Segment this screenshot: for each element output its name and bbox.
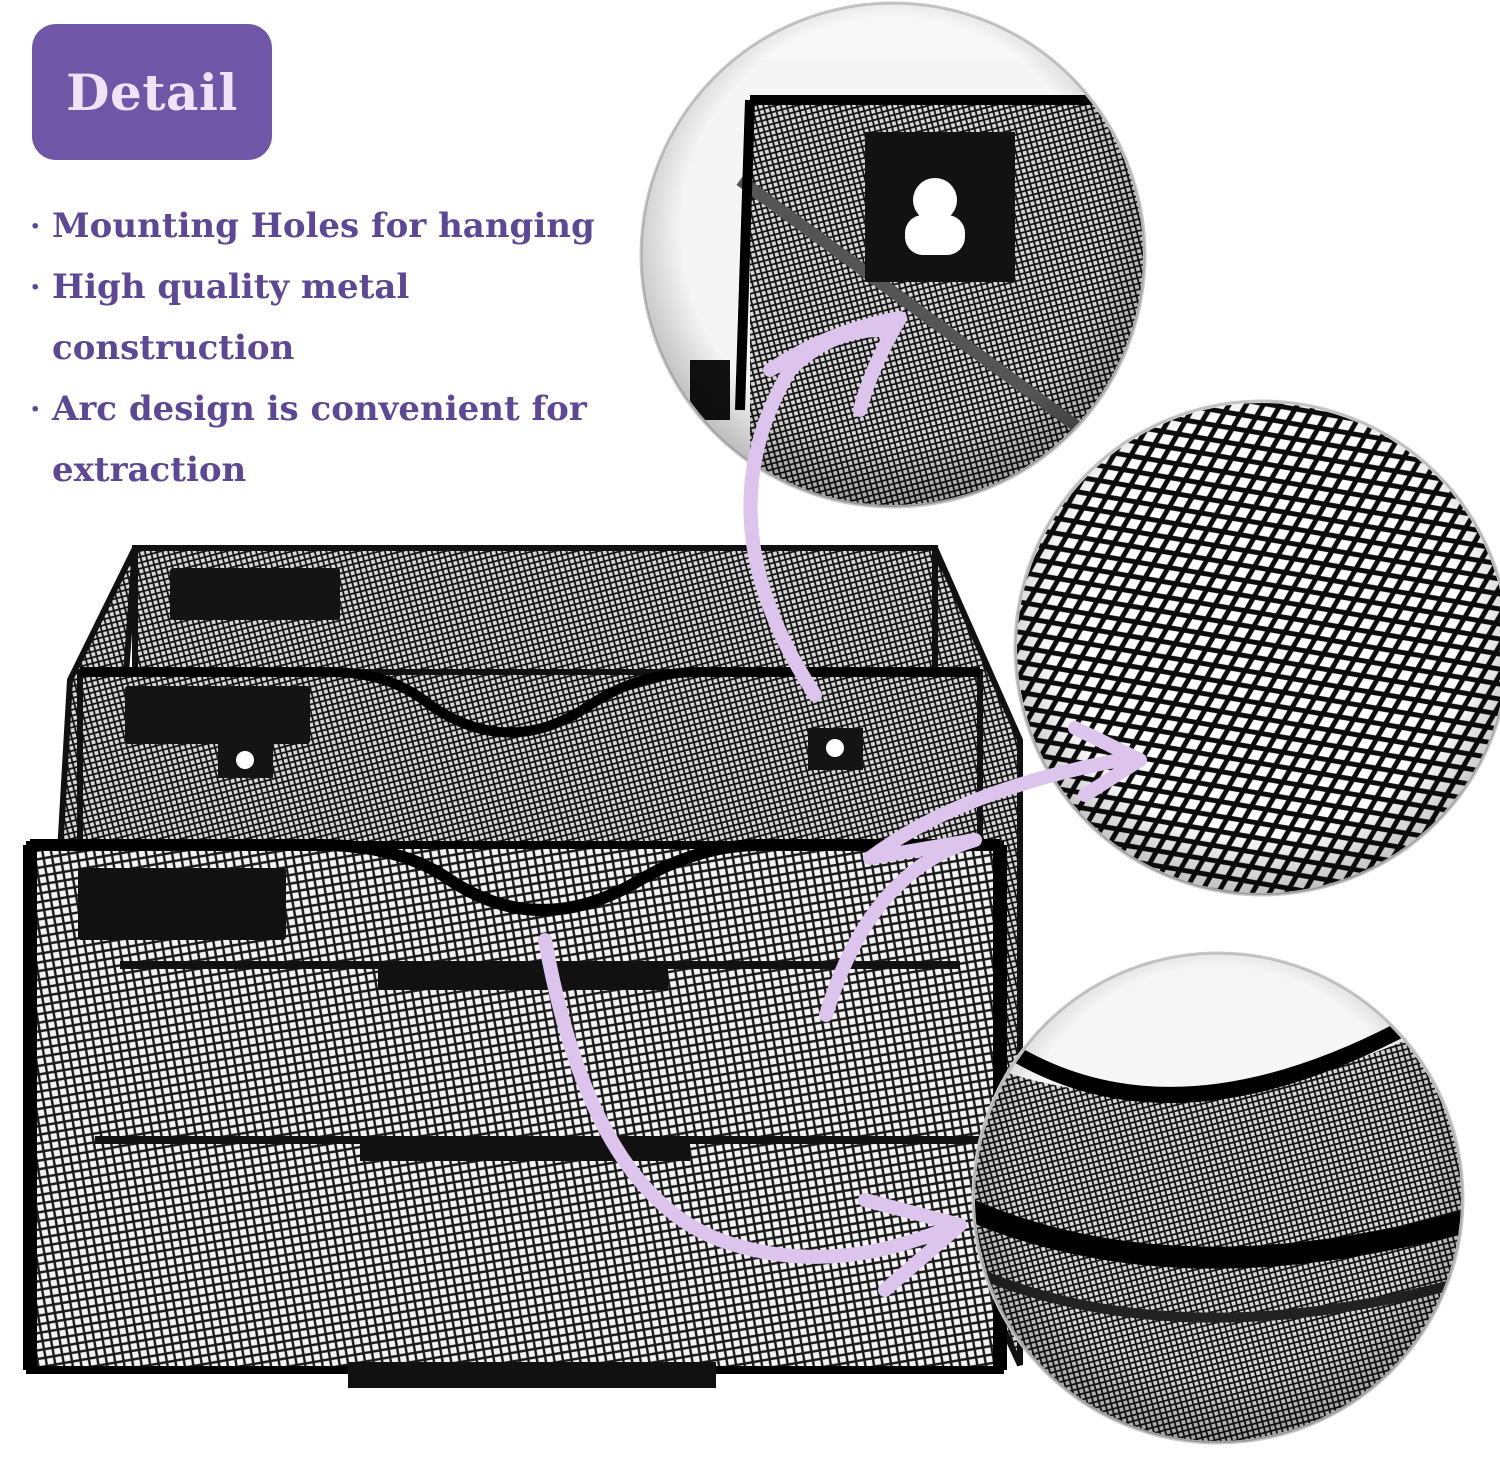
feature-text: High quality metal construction <box>52 267 410 368</box>
mesh-organizer <box>23 545 1023 1388</box>
feature-item: · Mounting Holes for hanging <box>30 196 650 257</box>
detail-badge: Detail <box>32 24 272 160</box>
zoom-circle-mounting-hole <box>639 1 1147 509</box>
bullet-glyph: · <box>30 392 41 427</box>
feature-item: · High quality metal construction <box>30 257 650 379</box>
detail-badge-label: Detail <box>66 62 238 122</box>
feature-text: Mounting Holes for hanging <box>52 206 595 246</box>
feature-item: · Arc design is convenient for extractio… <box>30 379 650 501</box>
bullet-glyph: · <box>30 270 41 305</box>
arrow-icon <box>538 311 1147 1297</box>
feature-text: Arc design is convenient for extraction <box>52 389 587 490</box>
zoom-circle-mesh <box>1013 399 1500 897</box>
bullet-glyph: · <box>30 209 41 244</box>
feature-list: · Mounting Holes for hanging · High qual… <box>30 196 650 501</box>
zoom-circle-arc <box>971 951 1465 1445</box>
